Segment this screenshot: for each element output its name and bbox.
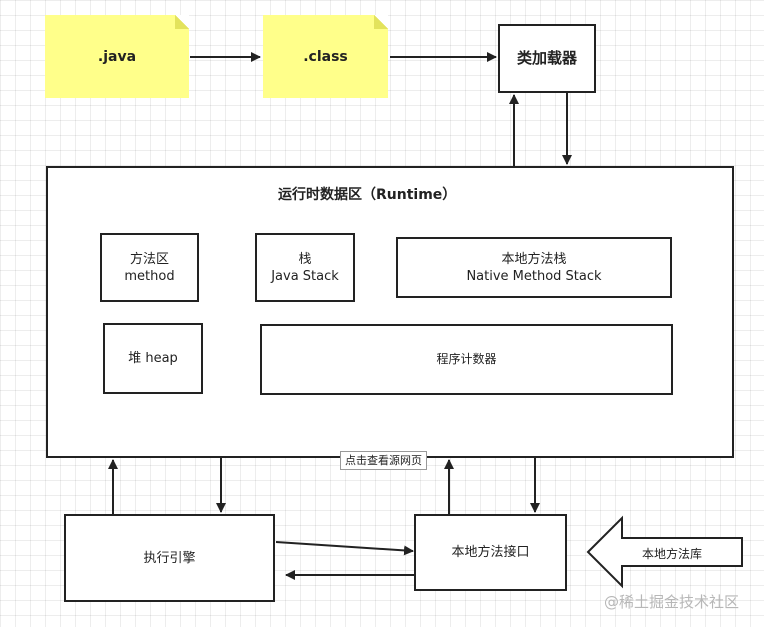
program-counter-label: 程序计数器: [436, 352, 497, 366]
method-area-cn: 方法区: [129, 251, 169, 267]
class-file-label: .class: [303, 48, 348, 65]
heap-box: 堆 heap: [103, 323, 203, 394]
native-lib-label: 本地方法库: [642, 547, 703, 561]
execution-engine-box: 执行引擎: [64, 514, 275, 602]
native-stack-en: Native Method Stack: [466, 268, 602, 284]
class-file-note: .class: [263, 15, 388, 98]
java-stack-box: 栈 Java Stack: [255, 233, 355, 302]
watermark-text: @稀土掘金技术社区: [604, 593, 740, 611]
view-source-tooltip[interactable]: 点击查看源网页: [340, 451, 427, 470]
arrow-engine-to-interface: [275, 541, 414, 556]
method-area-box: 方法区 method: [100, 233, 199, 302]
native-stack-cn: 本地方法栈: [501, 251, 567, 267]
native-method-stack-box: 本地方法栈 Native Method Stack: [396, 237, 672, 298]
native-interface-label: 本地方法接口: [451, 545, 530, 560]
classloader-box: 类加载器: [498, 24, 596, 93]
program-counter-box: 程序计数器: [260, 324, 673, 395]
classloader-label: 类加载器: [516, 49, 577, 67]
java-stack-cn: 栈: [298, 251, 312, 267]
heap-label: 堆 heap: [128, 351, 178, 366]
java-source-label: .java: [97, 48, 137, 65]
runtime-data-area: [46, 166, 734, 458]
runtime-title: 运行时数据区（Runtime）: [278, 187, 457, 203]
method-area-en: method: [124, 268, 175, 284]
native-interface-box: 本地方法接口: [414, 514, 567, 591]
execution-engine-label: 执行引擎: [143, 550, 196, 566]
java-source-note: .java: [45, 15, 189, 98]
java-stack-en: Java Stack: [271, 268, 339, 284]
